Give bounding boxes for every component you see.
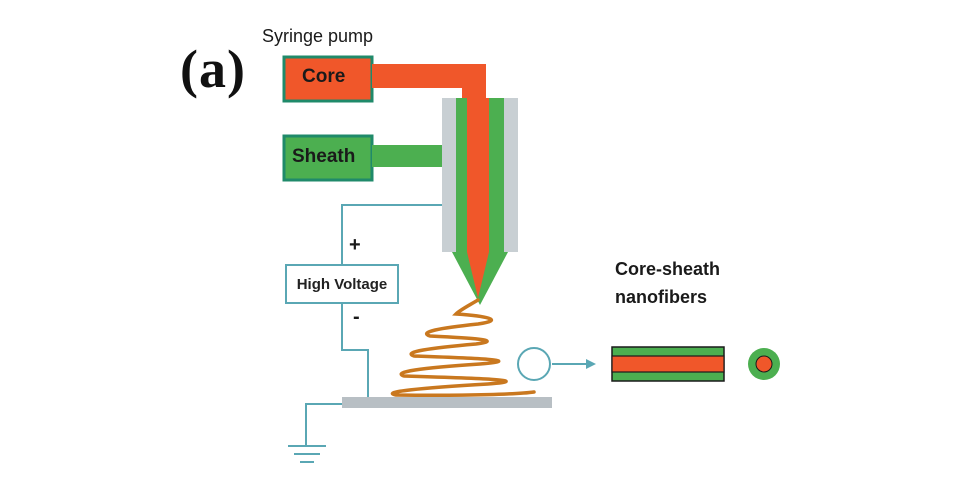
core-label: Core bbox=[302, 66, 346, 87]
fiber-spiral bbox=[390, 298, 536, 398]
sheath-feed-tube bbox=[372, 145, 446, 167]
wire-negative bbox=[341, 304, 369, 400]
fiber-cross-section-core bbox=[755, 355, 773, 373]
negative-terminal-sign: - bbox=[353, 306, 360, 328]
product-label-line1: Core-sheath bbox=[615, 259, 721, 279]
collector-plate bbox=[342, 397, 552, 408]
nozzle-core-channel bbox=[467, 98, 489, 252]
sheath-label: Sheath bbox=[292, 146, 356, 167]
product-label-line2: nanofibers bbox=[615, 287, 708, 307]
high-voltage-box: High Voltage bbox=[285, 264, 399, 304]
syringe-pump-title: Syringe pump bbox=[262, 26, 374, 46]
taylor-cone-core bbox=[467, 252, 489, 298]
fiber-side-core bbox=[611, 355, 725, 373]
zoom-arrow-head bbox=[586, 359, 596, 369]
high-voltage-label: High Voltage bbox=[296, 275, 388, 293]
panel-label: (a) bbox=[180, 39, 246, 99]
ground-wire bbox=[305, 403, 342, 446]
core-syringe-box bbox=[282, 55, 374, 103]
wire-positive bbox=[341, 204, 442, 264]
zoom-circle bbox=[517, 347, 551, 381]
positive-terminal-sign: + bbox=[349, 234, 361, 256]
product-label: Core-sheath nanofibers bbox=[615, 255, 720, 311]
